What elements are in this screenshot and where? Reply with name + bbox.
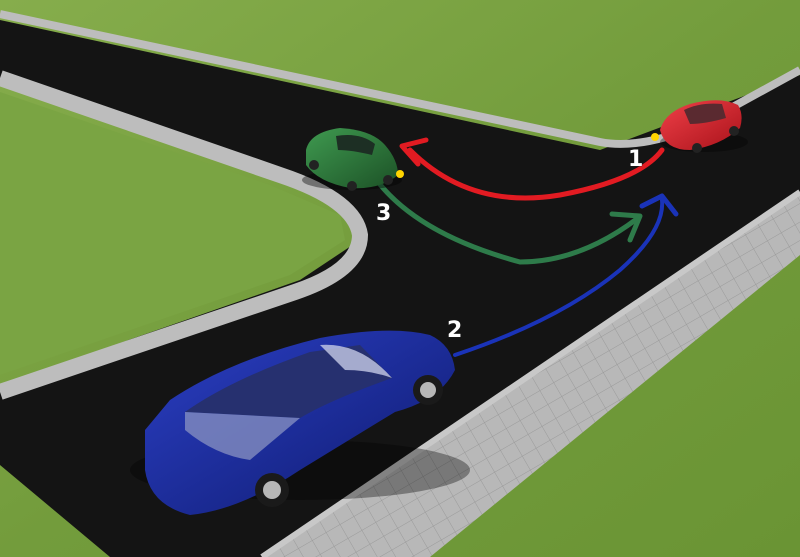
curb-sidewalk: [260, 189, 800, 557]
car-label-3: 3: [376, 201, 391, 226]
car-green: [302, 128, 404, 191]
grass-corner: [0, 92, 345, 375]
arrow-blue-head: [639, 193, 679, 217]
turn-signal-icon: [396, 170, 404, 178]
curb-left-corner: [0, 70, 369, 400]
car-label-1: 1: [628, 147, 643, 172]
arrow-red-head: [399, 137, 429, 167]
turn-signal-icon: [651, 133, 659, 141]
car-label-2: 2: [447, 318, 462, 343]
arrow-blue: [453, 198, 665, 357]
arrow-green-head: [609, 211, 643, 243]
arrow-red: [407, 147, 665, 201]
car-blue: [130, 330, 470, 515]
car-red: [651, 100, 748, 153]
arrow-green: [375, 179, 641, 265]
